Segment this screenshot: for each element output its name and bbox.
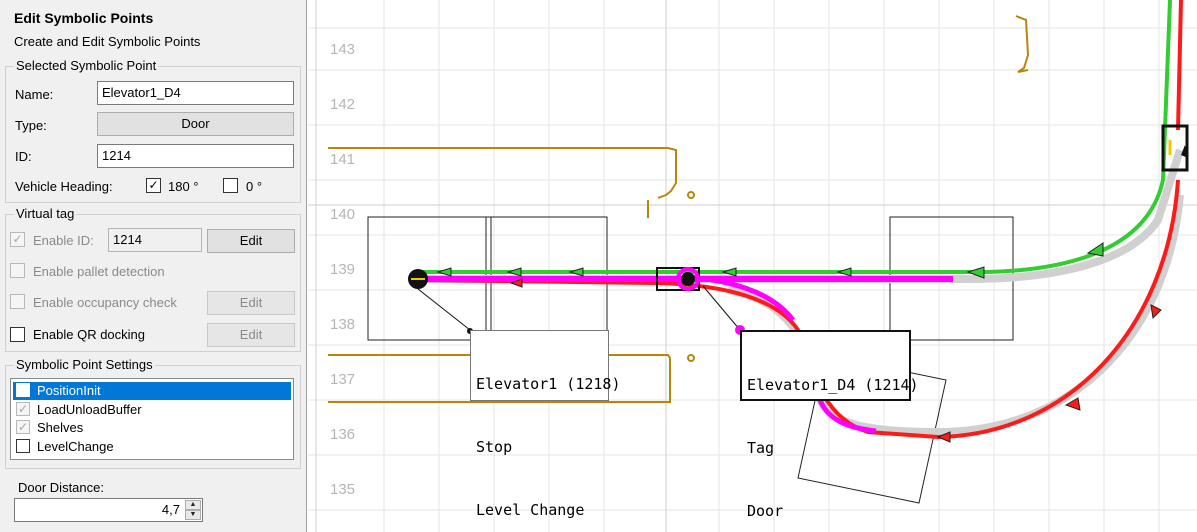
type-label: Type: (15, 118, 47, 133)
heading-0-checkbox[interactable] (223, 178, 238, 193)
map-grid (308, 0, 1197, 532)
y-axis-label: 138 (330, 316, 356, 333)
enable-id-edit-button[interactable]: Edit (207, 229, 295, 253)
settings-item-label: LevelChange (37, 439, 114, 454)
panel-subtitle: Create and Edit Symbolic Points (14, 34, 201, 49)
name-field[interactable]: Elevator1_D4 (97, 81, 294, 105)
virtual-tag-group: Virtual tag (5, 206, 301, 352)
door-distance-label: Door Distance: (18, 480, 104, 495)
y-axis-label: 139 (330, 261, 356, 278)
y-axis-label: 142 (330, 96, 356, 113)
enable-id-checkbox[interactable]: ✓ (10, 232, 25, 247)
settings-item-label: Shelves (37, 420, 84, 435)
door-distance-input[interactable]: 4,7 ▲ ▼ (14, 498, 203, 522)
shelves-checkbox[interactable]: ✓ (16, 420, 30, 434)
selected-point-group: Selected Symbolic Point (5, 58, 301, 203)
heading-180-label: 180 ° (168, 179, 199, 194)
settings-group-title: Symbolic Point Settings (14, 357, 155, 373)
y-axis-label: 135 (330, 481, 356, 498)
occupancy-edit-button[interactable]: Edit (207, 291, 295, 315)
loadunloadbuffer-checkbox[interactable]: ✓ (16, 402, 30, 416)
callout-line: Stop (476, 438, 513, 456)
callout-line: Elevator1 (1218) (476, 375, 621, 393)
properties-panel: Edit Symbolic Points Create and Edit Sym… (0, 0, 307, 532)
occupancy-check-checkbox[interactable] (10, 294, 25, 309)
qr-docking-edit-button[interactable]: Edit (207, 323, 295, 347)
settings-item-label: PositionInit (37, 383, 101, 398)
callout-line: Level Change (476, 501, 585, 519)
selected-point-group-title: Selected Symbolic Point (14, 58, 159, 74)
callout-line: Tag (747, 439, 775, 457)
route-shadow (418, 148, 1184, 283)
settings-item-label: LoadUnloadBuffer (37, 402, 142, 417)
pallet-detection-checkbox[interactable] (10, 263, 25, 278)
vehicle-marker (1161, 124, 1189, 172)
door-distance-value: 4,7 (161, 502, 180, 517)
settings-item-loadunloadbuffer[interactable]: ✓ LoadUnloadBuffer (13, 401, 291, 419)
elevator1-callout: Elevator1 (1218) Stop Level Change (470, 330, 621, 519)
callout-line: Elevator1_D4 (1214) (747, 376, 919, 394)
positioninit-checkbox[interactable] (16, 383, 30, 397)
occupancy-check-label: Enable occupancy check (33, 295, 177, 310)
callout-line: Door (747, 502, 784, 520)
spin-up-icon[interactable]: ▲ (185, 500, 201, 510)
panel-title: Edit Symbolic Points (14, 10, 154, 26)
heading-180-checkbox[interactable]: ✓ (146, 178, 161, 193)
y-axis-label: 140 (330, 206, 356, 223)
map-canvas[interactable]: 143 142 141 140 139 138 137 136 135 Elev… (308, 0, 1197, 532)
route-green (418, 0, 1172, 274)
settings-item-levelchange[interactable]: LevelChange (13, 438, 291, 456)
qr-docking-label: Enable QR docking (33, 327, 146, 342)
map-drawing[interactable] (308, 0, 1197, 532)
route-arrows (436, 242, 1162, 443)
id-label: ID: (15, 149, 32, 164)
pallet-detection-label: Enable pallet detection (33, 264, 165, 279)
y-axis-label: 143 (330, 41, 356, 58)
name-label: Name: (15, 87, 54, 102)
heading-0-label: 0 ° (246, 179, 263, 194)
settings-list[interactable]: PositionInit ✓ LoadUnloadBuffer ✓ Shelve… (10, 378, 294, 460)
enable-id-field[interactable]: 1214 (108, 228, 202, 252)
levelchange-checkbox[interactable] (16, 439, 30, 453)
qr-docking-checkbox[interactable] (10, 327, 25, 342)
y-axis-label: 136 (330, 426, 356, 443)
y-axis-label: 137 (330, 371, 356, 388)
settings-item-positioninit[interactable]: PositionInit (13, 382, 291, 400)
virtual-tag-group-title: Virtual tag (14, 206, 77, 222)
y-axis-label: 141 (330, 151, 356, 168)
settings-item-shelves[interactable]: ✓ Shelves (13, 419, 291, 437)
spin-down-icon[interactable]: ▼ (185, 510, 201, 520)
type-button[interactable]: Door (97, 112, 294, 136)
settings-group: Symbolic Point Settings (5, 357, 301, 469)
map-walls (328, 15, 1030, 403)
enable-id-label: Enable ID: (33, 233, 94, 248)
vehicle-heading-label: Vehicle Heading: (15, 179, 113, 194)
elevator1-d4-callout: Elevator1_D4 (1214) Tag Door (740, 330, 919, 520)
id-field[interactable]: 1214 (97, 144, 294, 168)
